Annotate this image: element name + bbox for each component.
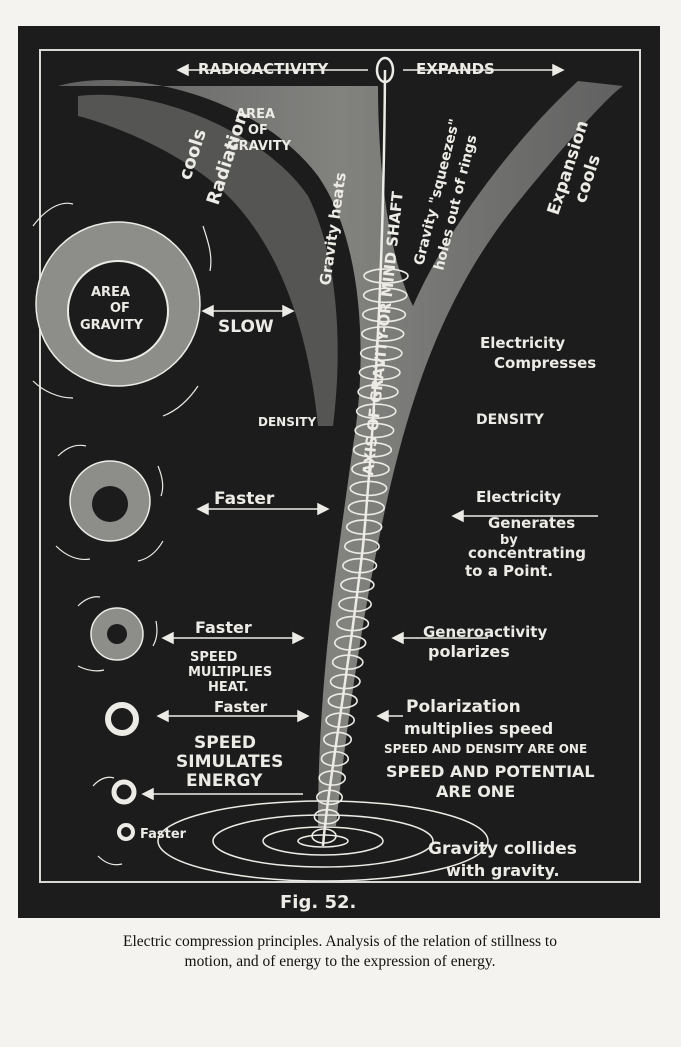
label-speed-potential: SPEED AND POTENTIAL	[386, 762, 595, 781]
axis-ring-icon	[375, 56, 395, 84]
coil-loop	[352, 441, 393, 458]
label-faster4: Faster	[140, 827, 187, 842]
coil-loop	[316, 789, 343, 806]
label-faster1: Faster	[214, 489, 275, 509]
label-radioactivity: RADIOACTIVITY	[198, 60, 329, 78]
ring-circle-2	[111, 779, 137, 805]
coil-loop	[345, 519, 383, 535]
coil-spiral	[311, 268, 409, 844]
label-with-gravity: with gravity.	[446, 861, 560, 880]
label-area1: AREA	[236, 107, 275, 122]
coil-loop	[349, 480, 388, 497]
label-simulates: SIMULATES	[176, 752, 283, 772]
label-density-left: DENSITY	[258, 415, 316, 429]
label-faster2: Faster	[195, 618, 252, 637]
label-of1: OF	[248, 123, 268, 138]
label-are-one: ARE ONE	[436, 782, 515, 801]
coil-loop	[347, 499, 385, 516]
coil-loop	[333, 635, 367, 651]
coil-loop	[331, 654, 364, 671]
coil-loop	[329, 673, 361, 690]
coil-loop	[327, 693, 358, 709]
base-whirl	[157, 800, 489, 882]
label-energy: ENERGY	[186, 771, 263, 791]
coil-loop	[361, 306, 407, 323]
label-faster3: Faster	[214, 698, 268, 716]
caption-line-2: motion, and of energy to the expression …	[184, 953, 496, 970]
label-generoactivity: Generoactivity	[423, 623, 547, 641]
label-polarizes: polarizes	[428, 642, 510, 661]
vortex-funnel	[58, 80, 623, 826]
label-generates: Generates	[488, 514, 575, 532]
coil-loop	[354, 422, 395, 439]
coil-loop	[342, 557, 378, 574]
label-to-a-point: to a Point.	[465, 562, 553, 580]
coil-loop	[325, 712, 355, 728]
coil-loop	[343, 538, 380, 555]
swirl-arcs	[32, 202, 212, 866]
coil-loop	[322, 731, 353, 748]
ring-circle-1	[105, 702, 139, 736]
coil-loop	[340, 577, 375, 593]
label-multiplies: MULTIPLIES	[188, 665, 272, 680]
figure-number: Fig. 52.	[280, 892, 356, 913]
coil-loop	[338, 596, 372, 613]
caption-line-1: Electric compression principles. Analysi…	[123, 933, 557, 950]
coil-loop	[355, 403, 397, 419]
coil-loop	[362, 287, 408, 304]
label-expands: EXPANDS	[416, 60, 495, 78]
label-electricity1: Electricity	[480, 334, 565, 352]
label-gravity-collides: Gravity collides	[428, 839, 577, 859]
label-gravity1: GRAVITY	[228, 139, 292, 154]
label-by: by	[500, 533, 518, 548]
coil-loop	[363, 268, 409, 284]
coil-loop	[360, 326, 405, 342]
chalk-frame	[39, 49, 641, 883]
label-compresses: Compresses	[494, 354, 596, 372]
label-electricity2: Electricity	[476, 488, 561, 506]
coil-loop	[357, 384, 399, 400]
label-slow: SLOW	[218, 317, 274, 337]
ring-circle-3	[117, 823, 135, 841]
blackboard-figure: RADIOACTIVITY EXPANDS Radiation cools AR…	[18, 26, 660, 918]
label-speed-b: SPEED	[194, 733, 256, 753]
label-concentrating: concentrating	[468, 544, 586, 562]
label-area2: AREA	[91, 285, 130, 300]
coil-loop	[358, 364, 401, 381]
label-density-right: DENSITY	[476, 412, 545, 428]
figure-caption: Electric compression principles. Analysi…	[40, 932, 640, 972]
label-gravity2: GRAVITY	[80, 318, 144, 333]
coil-loop	[318, 770, 347, 786]
coil-loop	[351, 461, 390, 477]
coil-loop	[313, 808, 340, 825]
arrows	[141, 63, 598, 801]
label-of2: OF	[110, 301, 130, 316]
coil-loop	[320, 750, 350, 767]
diagram-drawing: RADIOACTIVITY EXPANDS Radiation cools AR…	[32, 49, 641, 913]
label-heat: HEAT.	[208, 680, 249, 695]
label-speed-density: SPEED AND DENSITY ARE ONE	[384, 742, 587, 756]
label-multiplies-speed: multiplies speed	[404, 719, 553, 738]
gravity-circles	[35, 221, 201, 841]
coil-loop	[336, 615, 370, 632]
coil-loop	[359, 345, 403, 362]
label-speed-a: SPEED	[190, 650, 238, 665]
label-polarization: Polarization	[406, 697, 521, 717]
